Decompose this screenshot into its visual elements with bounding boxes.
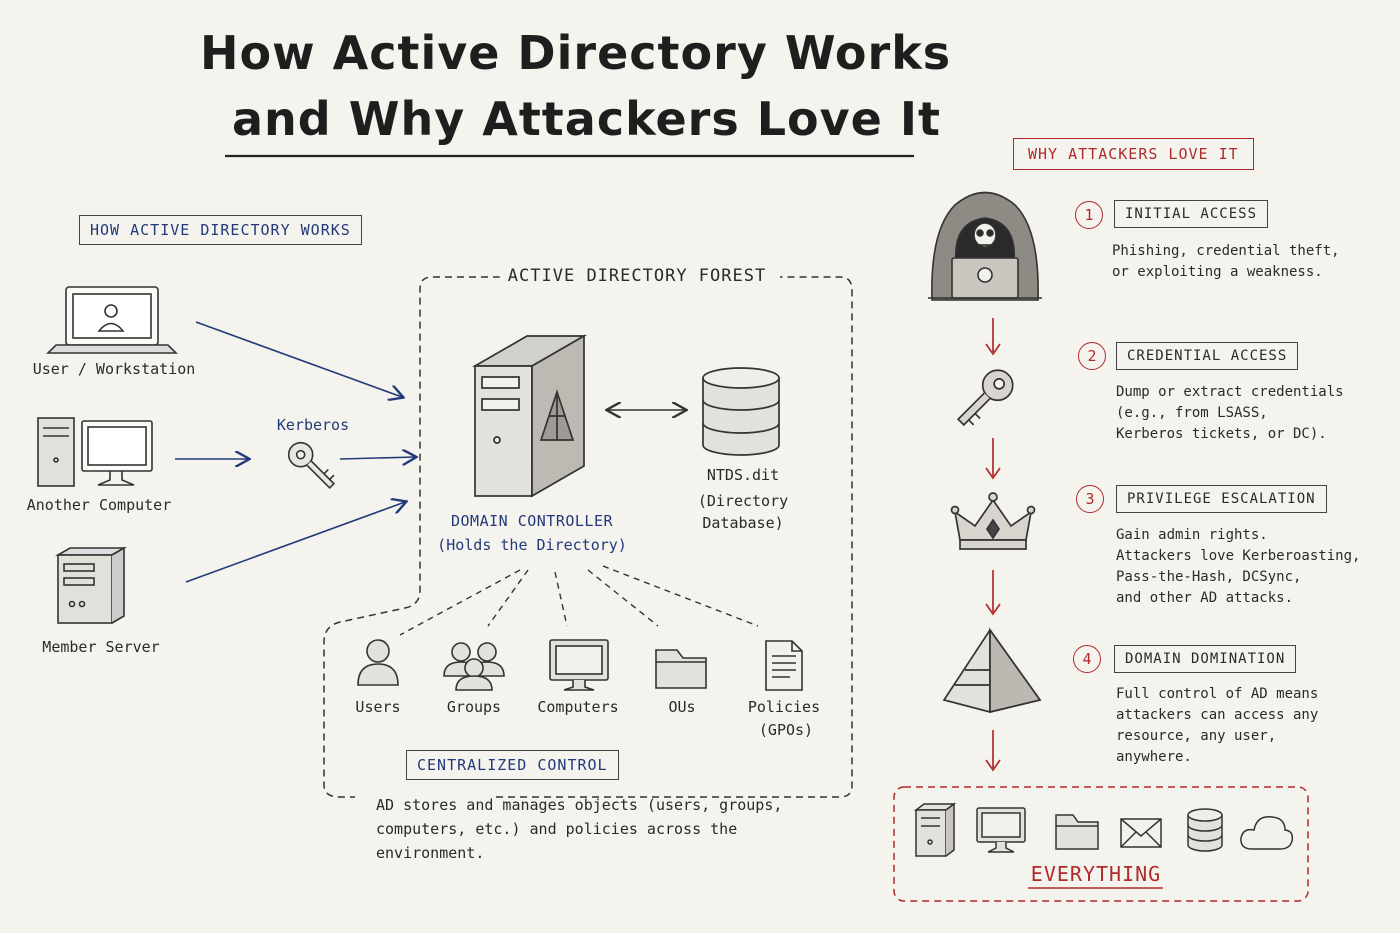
dc-sublabel: (Holds the Directory) <box>437 536 627 554</box>
client-label-workstation: User / Workstation <box>32 360 196 378</box>
step-2-desc-line-1: Dump or extract credentials <box>1116 384 1344 400</box>
ntds-label-3: Database) <box>702 514 784 532</box>
policies-document-icon <box>765 640 803 691</box>
object-label-users: Users <box>355 698 401 716</box>
why-attackers-label: WHY ATTACKERS LOVE IT <box>1013 138 1254 170</box>
step-3-label: PRIVILEGE ESCALATION <box>1116 485 1327 513</box>
step-4-desc-line-2: attackers can access any <box>1116 707 1319 723</box>
forest-label: ACTIVE DIRECTORY FOREST <box>499 268 775 285</box>
member-server-icon <box>55 546 127 624</box>
step-4-desc-line-4: anywhere. <box>1116 749 1192 765</box>
everything-server-icon <box>913 802 957 857</box>
step-1-desc: Phishing, credential theft, or exploiting… <box>1112 241 1340 283</box>
desktop-computer-icon <box>37 417 153 487</box>
kerberos-key-icon <box>287 441 336 490</box>
step-2-desc: Dump or extract credentials (e.g., from L… <box>1116 382 1344 445</box>
arrow-workstation-to-dc <box>195 321 402 397</box>
step-4-desc: Full control of AD means attackers can ac… <box>1116 684 1318 768</box>
laptop-icon <box>46 286 178 354</box>
pyramid-icon <box>942 627 1042 714</box>
arrow-kerberos-to-dc <box>339 457 415 459</box>
ntds-label-2: (Directory <box>697 492 789 510</box>
step-4-desc-line-3: resource, any user, <box>1116 728 1277 744</box>
object-label-ous: OUs <box>668 698 696 716</box>
step-3-desc: Gain admin rights. Attackers love Kerbero… <box>1116 525 1360 609</box>
everything-monitor-icon <box>976 807 1026 853</box>
everything-mail-icon <box>1120 818 1162 848</box>
step-3-desc-line-1: Gain admin rights. <box>1116 527 1268 543</box>
everything-folder-icon <box>1055 814 1099 850</box>
title-line-2: and Why Attackers Love It <box>232 92 941 146</box>
arrow-server-to-dc <box>185 502 405 583</box>
how-ad-works-label: HOW ACTIVE DIRECTORY WORKS <box>79 215 362 245</box>
object-label-policies: Policies <box>747 698 821 716</box>
step-3-desc-line-4: and other AD attacks. <box>1116 590 1294 606</box>
crown-icon <box>950 492 1036 550</box>
object-label-gpos: (GPOs) <box>758 721 814 739</box>
domain-controller-icon <box>471 334 588 498</box>
step-1-label: INITIAL ACCESS <box>1114 200 1269 228</box>
step-2-desc-line-2: (e.g., from LSASS, <box>1116 405 1268 421</box>
everything-label: EVERYTHING <box>1030 862 1162 886</box>
ntds-database-icon <box>702 367 780 456</box>
client-label-computer: Another Computer <box>26 496 172 514</box>
step-3-desc-line-3: Pass-the-Hash, DCSync, <box>1116 569 1302 585</box>
step-4-number: 4 <box>1073 645 1101 673</box>
step-2-label: CREDENTIAL ACCESS <box>1116 342 1299 370</box>
dc-object-links <box>399 565 759 636</box>
centralized-desc-line-1: AD stores and manages objects (users, gr… <box>376 796 783 814</box>
step-4-label: DOMAIN DOMINATION <box>1114 645 1297 673</box>
object-label-computers: Computers <box>537 698 619 716</box>
credential-key-icon <box>956 369 1014 427</box>
ous-folder-icon <box>655 649 707 689</box>
step-1-number: 1 <box>1075 201 1103 229</box>
forest-boundary <box>323 276 853 798</box>
centralized-control-label: CENTRALIZED CONTROL <box>406 750 619 780</box>
step-3-desc-line-2: Attackers love Kerberoasting, <box>1116 548 1361 564</box>
centralized-desc-line-2: computers, etc.) and policies across the <box>376 820 738 838</box>
step-4-desc-line-1: Full control of AD means <box>1116 686 1319 702</box>
step-1-desc-line-1: Phishing, credential theft, <box>1112 243 1340 259</box>
step-3-number: 3 <box>1076 485 1104 513</box>
centralized-desc: AD stores and manages objects (users, gr… <box>376 793 782 865</box>
client-label-server: Member Server <box>42 638 160 656</box>
step-1-desc-line-2: or exploiting a weakness. <box>1112 264 1323 280</box>
hacker-icon <box>928 191 1042 301</box>
everything-cloud-icon <box>1240 816 1294 850</box>
kerberos-label: Kerberos <box>276 416 350 434</box>
everything-box <box>893 786 1309 902</box>
step-2-desc-line-3: Kerberos tickets, or DC). <box>1116 426 1327 442</box>
title-line-1: How Active Directory Works <box>200 26 952 80</box>
object-label-groups: Groups <box>446 698 502 716</box>
step-2-number: 2 <box>1078 342 1106 370</box>
dc-label: DOMAIN CONTROLLER <box>450 512 614 530</box>
ntds-label-1: NTDS.dit <box>706 466 780 484</box>
centralized-desc-line-3: environment. <box>376 844 485 862</box>
everything-database-icon <box>1187 808 1223 852</box>
users-object-icon <box>357 639 399 686</box>
groups-object-icon <box>443 642 505 691</box>
computers-object-icon <box>549 639 609 691</box>
